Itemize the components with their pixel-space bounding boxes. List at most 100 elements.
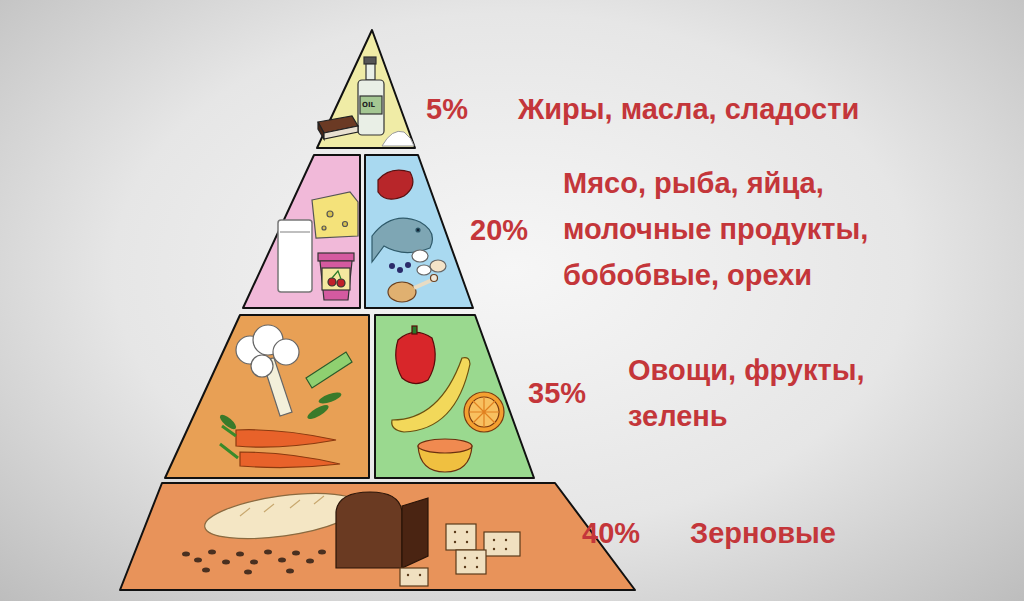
celery-part [306, 352, 352, 388]
grains-part [208, 550, 216, 555]
grains-part [194, 558, 202, 563]
brown-bread [336, 492, 428, 568]
oil-bottle-part [366, 64, 375, 80]
crackers-part [456, 550, 486, 574]
carrots [220, 426, 340, 468]
berries [389, 262, 411, 273]
meat-steak [378, 170, 413, 199]
banana [392, 358, 470, 432]
brown-bread-part [402, 498, 428, 568]
oil-bottle-part [358, 80, 384, 135]
oil-bottle-part [364, 57, 376, 64]
food-group-label: Жиры, масла, сладости [518, 86, 859, 132]
butter-block [318, 116, 358, 139]
sugar-pile-part [382, 131, 414, 146]
meat-steak-part [378, 170, 413, 199]
fish-part [416, 228, 420, 232]
sugar-pile [382, 131, 414, 146]
orange-half-part [469, 397, 499, 427]
berries-part [397, 267, 403, 273]
cracker-dots-part [419, 574, 421, 576]
milk-glass-part [278, 220, 312, 292]
cauliflower-part [273, 339, 299, 365]
cracker-dots-part [493, 548, 495, 550]
red-pepper-part [412, 326, 417, 334]
yogurt-cup [318, 253, 354, 300]
fish-part [372, 218, 432, 262]
grains-part [306, 559, 314, 564]
carrots-part [220, 426, 238, 458]
yogurt-cup-part [337, 279, 345, 287]
cracker-dots-part [466, 531, 468, 533]
yogurt-cup-part [320, 261, 352, 300]
grains-part [318, 550, 326, 555]
cracker-dots-part [464, 557, 466, 559]
red-pepper-part [396, 332, 435, 383]
pink-band [243, 155, 360, 308]
chicken-drumstick-part [431, 275, 438, 282]
grapefruit-half [418, 439, 472, 472]
cracker-dots-part [407, 574, 409, 576]
orange-band [165, 315, 369, 478]
bottle-text: OIL [362, 101, 375, 109]
cheese-wedge [312, 192, 358, 238]
eggs-part [412, 250, 428, 262]
berries-part [389, 263, 395, 269]
grains-part [202, 568, 210, 573]
cracker-dots [407, 531, 507, 576]
milk-glass [278, 220, 312, 292]
crackers-part [446, 524, 476, 550]
eggs-part [417, 265, 431, 275]
percent-label: 35% [528, 370, 586, 416]
top-band [317, 30, 415, 148]
blue-band [365, 155, 473, 308]
yogurt-cup-part [322, 268, 350, 290]
greens [218, 390, 343, 431]
grains-part [182, 552, 190, 557]
base-band [120, 483, 635, 590]
grains [182, 550, 326, 575]
eggs [412, 250, 446, 275]
cracker-dots-part [493, 539, 495, 541]
carrots-part [240, 452, 340, 468]
cracker-dots-part [454, 541, 456, 543]
baguette-part [240, 496, 324, 516]
banana-part [392, 358, 470, 432]
cracker-dots-part [505, 539, 507, 541]
food-group-label: Зерновые [690, 510, 836, 556]
fish [372, 218, 432, 262]
food-group-label: Овощи, фрукты, зелень [628, 347, 958, 439]
orange-half [464, 392, 504, 432]
grapefruit-half-part [418, 439, 472, 453]
oil-bottle [358, 57, 384, 135]
cracker-dots-part [476, 566, 478, 568]
yogurt-cup-part [328, 278, 336, 286]
crackers-part [400, 568, 428, 586]
chicken-drumstick [388, 275, 438, 303]
grains-part [264, 550, 272, 555]
grains-part [222, 560, 230, 565]
carrots-part [236, 430, 336, 447]
cauliflower [236, 325, 299, 416]
crackers [400, 524, 520, 586]
chicken-drumstick-part [414, 280, 432, 288]
chicken-drumstick-part [388, 282, 416, 302]
food-group-label: Мясо, рыба, яйца, молочные продукты, боб… [563, 160, 973, 298]
red-pepper [396, 326, 435, 384]
greens-part [306, 403, 331, 422]
yogurt-cup-part [332, 271, 341, 279]
green-band [375, 315, 534, 478]
grains-part [292, 551, 300, 556]
butter-block-part [324, 126, 358, 139]
percent-label: 5% [426, 86, 468, 132]
oil-bottle-part [360, 96, 382, 114]
orange-half-part [469, 397, 499, 427]
grains-part [286, 569, 294, 574]
grains-part [250, 560, 258, 565]
orange-half-part [464, 392, 504, 432]
grains-part [236, 552, 244, 557]
greens-part [317, 390, 342, 406]
cheese-wedge-part [343, 222, 348, 227]
